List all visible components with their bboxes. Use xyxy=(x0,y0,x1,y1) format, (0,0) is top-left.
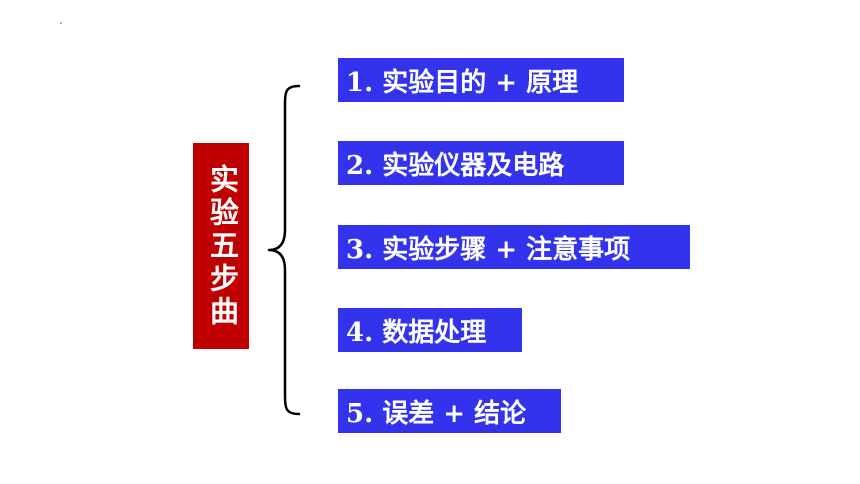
curly-brace-icon xyxy=(267,84,301,416)
title-box: 实验五步曲 xyxy=(193,143,249,349)
slide-title: 实验五步曲 xyxy=(205,163,240,329)
step-5-label: 5. 误差 + 结论 xyxy=(346,398,527,429)
step-1-label: 1. 实验目的 + 原理 xyxy=(346,67,579,98)
step-4-label: 4. 数据处理 xyxy=(346,317,487,348)
step-1-box: 1. 实验目的 + 原理 xyxy=(338,58,624,102)
step-5-box: 5. 误差 + 结论 xyxy=(338,389,561,433)
step-2-label: 2. 实验仪器及电路 xyxy=(346,150,565,181)
step-4-box: 4. 数据处理 xyxy=(338,308,522,352)
step-3-label: 3. 实验步骤 + 注意事项 xyxy=(346,234,631,265)
decorative-dot xyxy=(60,22,62,24)
step-2-box: 2. 实验仪器及电路 xyxy=(338,141,624,185)
step-3-box: 3. 实验步骤 + 注意事项 xyxy=(338,225,690,269)
